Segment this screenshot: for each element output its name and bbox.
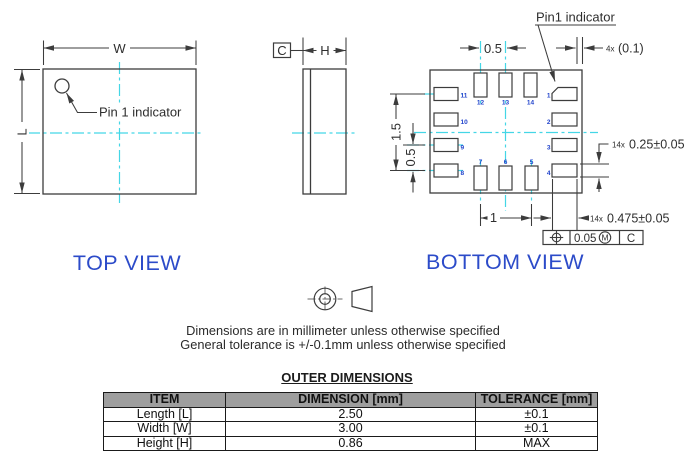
note-units: Dimensions are in millimeter unless othe…	[186, 323, 500, 338]
drawing-canvas: W L Pin 1 indicator TOP VIEW C	[14, 10, 685, 313]
fcf-modifier: M	[601, 233, 608, 243]
pad-9	[433, 137, 459, 153]
dim-pad-length	[533, 179, 589, 231]
dim-pin1-offset	[556, 37, 603, 64]
pad-5	[524, 165, 539, 191]
dim-pitch-bottom-label: 1	[490, 210, 497, 225]
bottom-pin1-indicator-label: Pin1 indicator	[536, 10, 615, 25]
dim-pad-length-label: 0.475±0.05	[607, 212, 670, 226]
col-header-tolerance: TOLERANCE [mm]	[475, 392, 598, 408]
pin-label-11: 11	[461, 93, 468, 100]
pad-6	[498, 165, 513, 191]
pin-numbers: 1 2 3 4 5 6 7 8 9 10 11 12 13 14	[461, 93, 551, 178]
fcf-datum: C	[627, 233, 635, 245]
pin-label-6: 6	[504, 159, 508, 166]
pin-label-7: 7	[479, 159, 483, 166]
datum-c-label: C	[277, 43, 286, 58]
pin-label-9: 9	[461, 145, 465, 152]
bottom-view-title: BOTTOM VIEW	[426, 250, 584, 274]
table-row: Width [W] 3.00 ±0.1	[103, 421, 598, 437]
pin-label-10: 10	[461, 119, 469, 126]
table-header-row: ITEM DIMENSION [mm] TOLERANCE [mm]	[103, 392, 598, 408]
fcf-tolerance: 0.05	[574, 233, 596, 245]
mmc-modifier-icon	[598, 231, 612, 244]
general-notes: Dimensions are in millimeter unless othe…	[0, 323, 686, 353]
cell-tolerance: MAX	[475, 435, 598, 452]
side-body-outline	[302, 68, 347, 195]
pad-11	[433, 86, 459, 102]
pad-14	[523, 72, 538, 98]
pin1-indicator-mark	[54, 78, 70, 94]
cell-item: Length [L]	[103, 406, 226, 423]
pin-label-8: 8	[461, 170, 465, 177]
pad-7	[473, 165, 488, 191]
table-row: Length [L] 2.50 ±0.1	[103, 406, 598, 423]
bottom-view: 1 2 3 4 5 6 7 8 9 10 11 12 13 14 0.5	[389, 10, 685, 275]
outer-dimensions-table: ITEM DIMENSION [mm] TOLERANCE [mm] Lengt…	[103, 392, 598, 452]
pad-13	[498, 72, 513, 98]
table-row: Height [H] 0.86 MAX	[103, 435, 598, 452]
dim-pin1-offset-label: (0.1)	[618, 42, 644, 56]
dim-pad-length-qty: 14x	[590, 215, 603, 224]
col-header-item: ITEM	[103, 392, 226, 408]
pad-3	[551, 137, 578, 153]
pin-label-4: 4	[547, 170, 551, 177]
table-title: OUTER DIMENSIONS	[281, 370, 413, 385]
pin-label-13: 13	[502, 100, 510, 107]
pad-4	[551, 163, 578, 178]
pin1-indicator-label: Pin 1 indicator	[99, 105, 182, 120]
dim-left-outer-label: 1.5	[389, 123, 404, 141]
cell-tolerance: ±0.1	[475, 421, 598, 437]
cell-dimension: 3.00	[225, 421, 476, 437]
pad-8	[433, 163, 459, 178]
pad-12	[473, 72, 488, 98]
pin-label-12: 12	[477, 100, 485, 107]
pin-label-14: 14	[527, 100, 535, 107]
cell-dimension: 0.86	[225, 435, 476, 452]
dim-w-label: W	[113, 41, 126, 56]
pin-label-5: 5	[530, 159, 534, 166]
top-view-title: TOP VIEW	[73, 251, 182, 275]
cell-item: Height [H]	[103, 435, 226, 452]
note-tolerance: General tolerance is +/-0.1mm unless oth…	[180, 337, 506, 353]
pin-label-1: 1	[547, 93, 551, 100]
bottom-pin1-leader	[537, 24, 556, 82]
pin1-leader-line	[66, 92, 97, 114]
cell-item: Width [W]	[103, 421, 226, 437]
third-angle-projection-icon	[307, 285, 373, 313]
dim-pad-width-label: 0.25±0.05	[629, 138, 685, 152]
pin-label-3: 3	[547, 145, 551, 152]
package-bottom-outline	[429, 69, 583, 194]
pad-10	[433, 112, 459, 127]
top-view-centerlines	[28, 62, 204, 203]
dim-h-label: H	[320, 43, 329, 58]
position-tolerance-icon	[549, 230, 564, 245]
package-body-outline	[42, 68, 197, 195]
dim-pad-width-qty: 14x	[612, 141, 625, 150]
pad-2	[551, 112, 578, 127]
dim-pad-pitch-top-label: 0.5	[484, 41, 502, 56]
dim-left-inner-label: 0.5	[403, 148, 418, 166]
cell-dimension: 2.50	[225, 406, 476, 423]
pin-label-2: 2	[547, 119, 551, 126]
top-view: W L Pin 1 indicator TOP VIEW	[14, 40, 204, 275]
pads	[433, 72, 578, 191]
pad-1-chamfered	[551, 86, 578, 102]
side-view: C H	[272, 37, 357, 195]
cell-tolerance: ±0.1	[475, 406, 598, 423]
feature-control-frame: 0.05 M C	[542, 229, 644, 246]
dim-l-label: L	[15, 128, 30, 135]
dim-pad-width	[580, 143, 609, 192]
col-header-dimension: DIMENSION [mm]	[225, 392, 476, 408]
dim-pin1-offset-qty: 4x	[606, 45, 614, 54]
